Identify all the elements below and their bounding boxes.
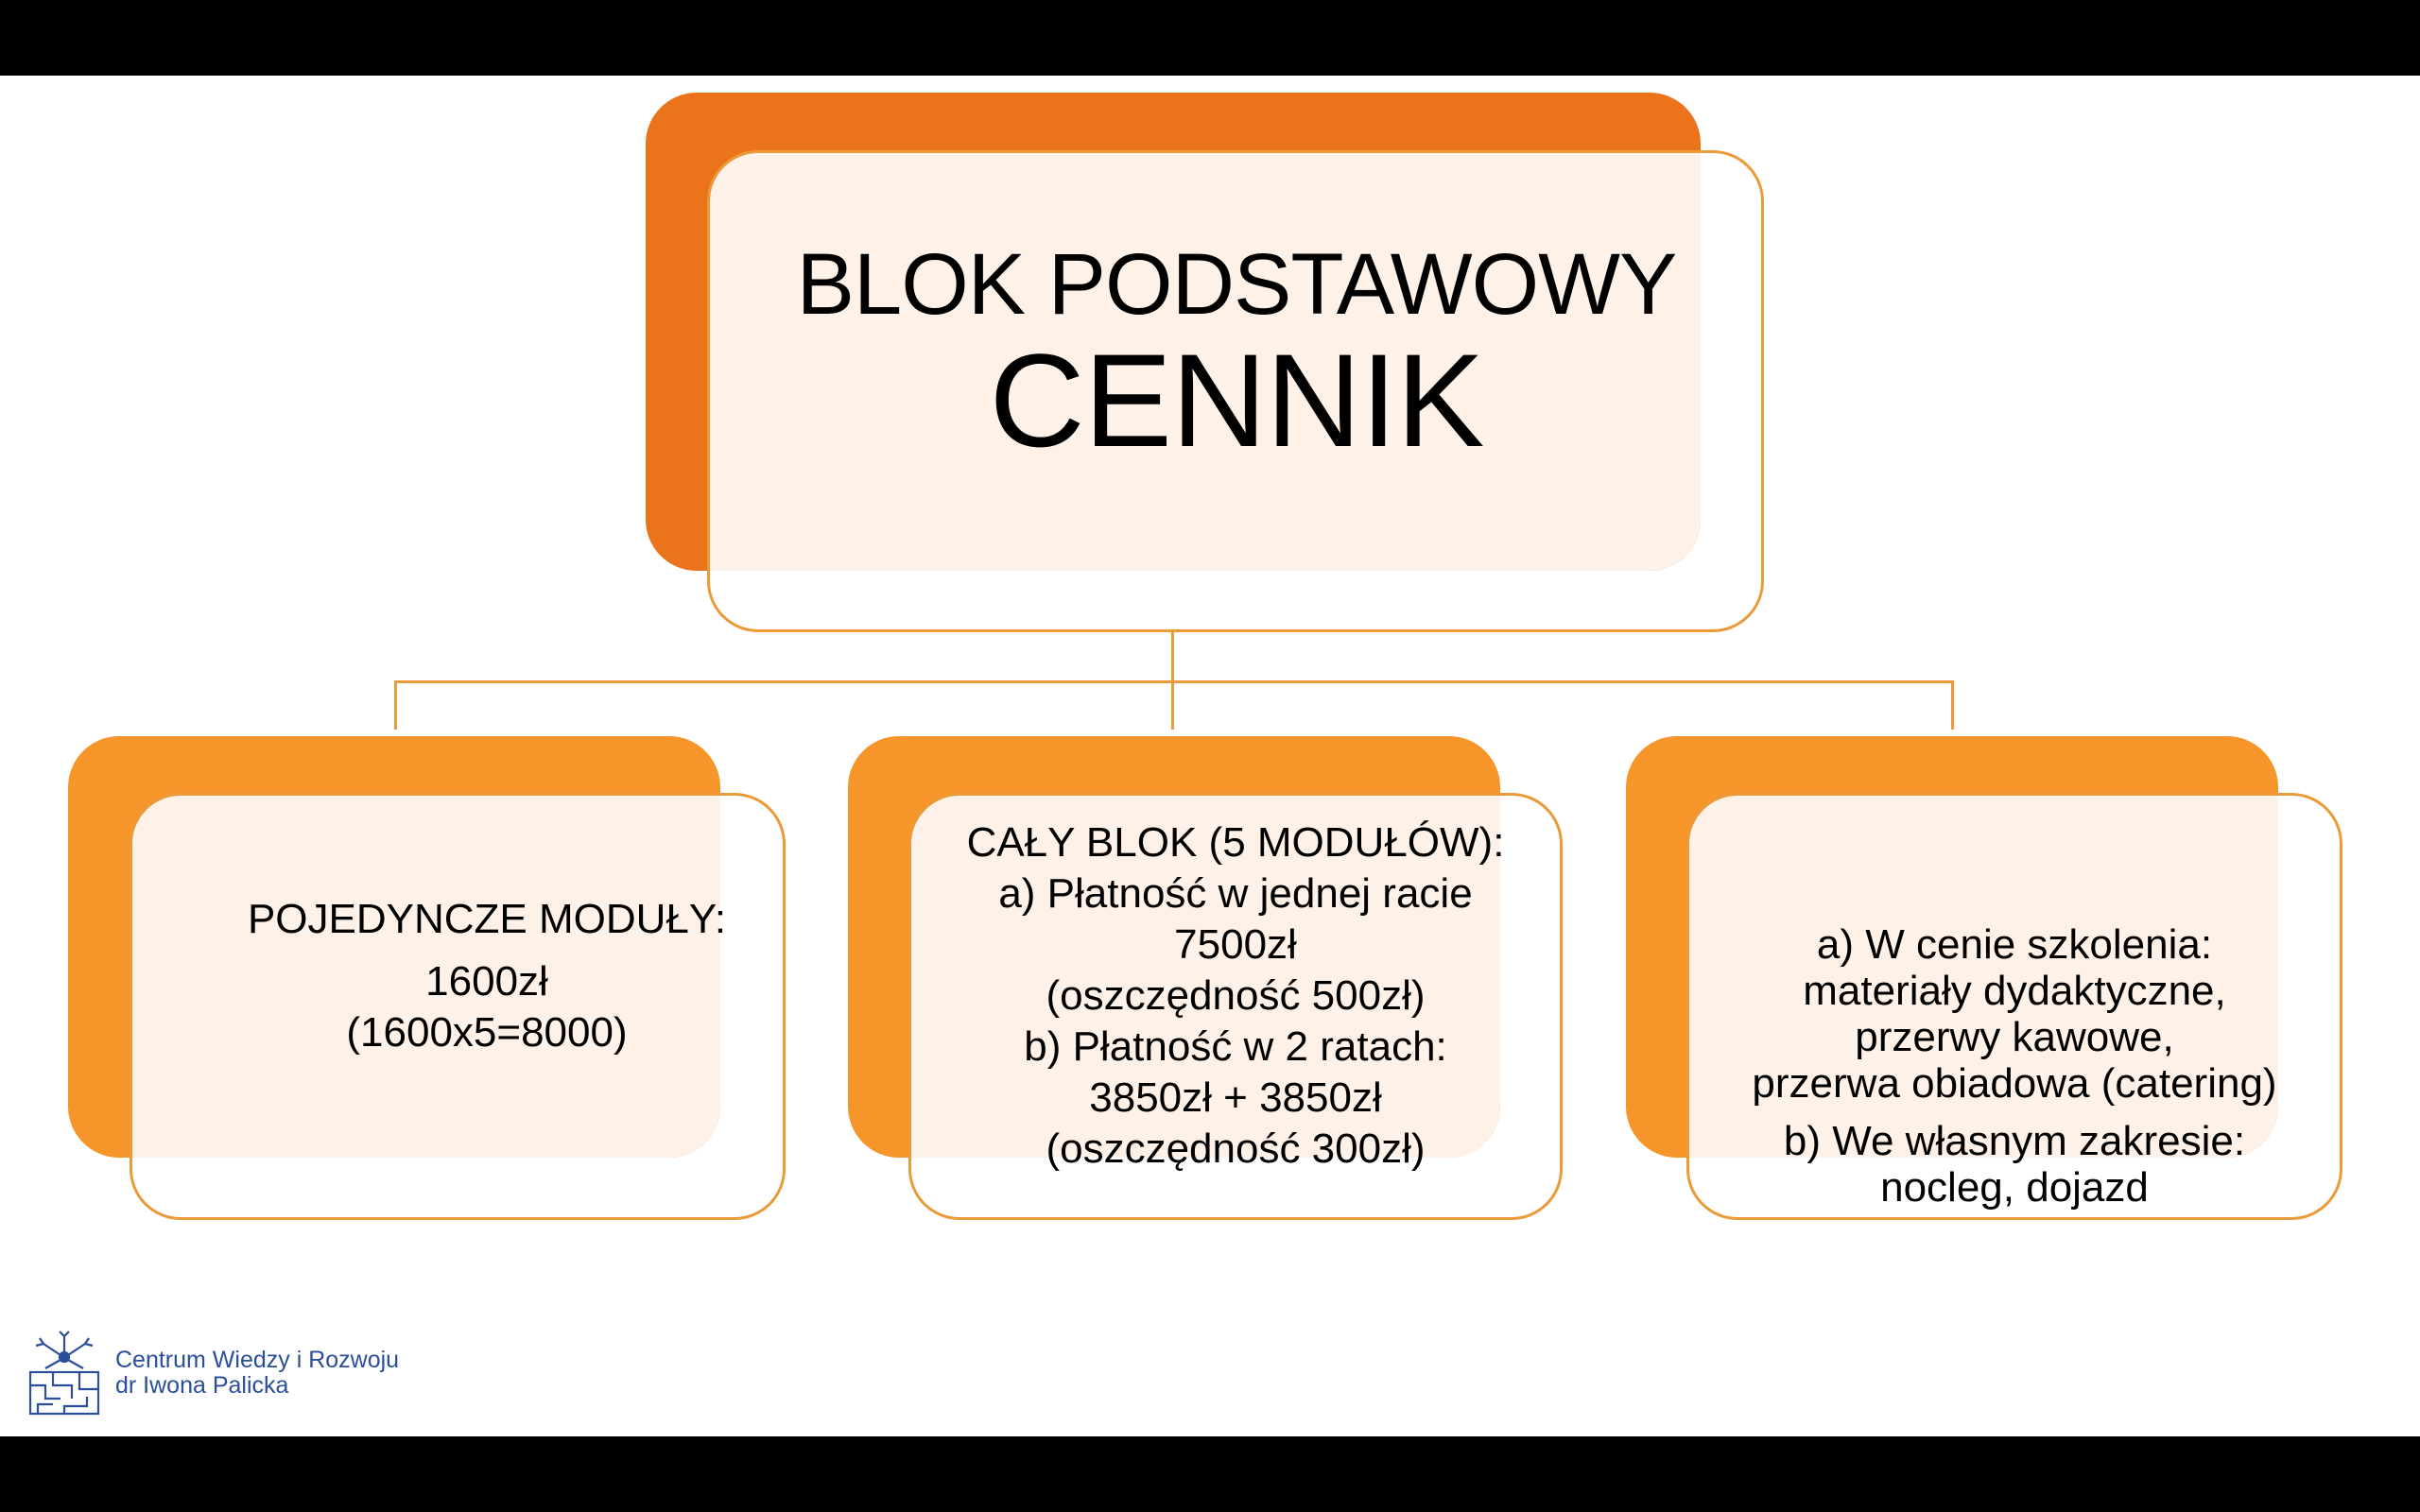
card-3-line: materiały dydaktyczne, (1803, 968, 2226, 1014)
logo-line-1: Centrum Wiedzy i Rozwoju (115, 1347, 400, 1373)
connector-middle (1171, 680, 1174, 730)
title-text: BLOK PODSTAWOWY CENNIK (708, 217, 1765, 491)
card-2-line: (oszczędność 300zł) (1046, 1125, 1426, 1172)
card-3-text: a) W cenie szkolenia: materiały dydaktyc… (1686, 921, 2342, 1243)
card-3-line: b) We własnym zakresie: (1783, 1118, 2246, 1164)
card-1-line: 1600zł (425, 958, 548, 1005)
card-2-line: a) Płatność w jednej racie (998, 870, 1473, 917)
logo-text: Centrum Wiedzy i Rozwoju dr Iwona Palick… (102, 1348, 399, 1399)
card-1-text: POJEDYNCZE MODUŁY: 1600zł (1600x5=8000) (131, 795, 786, 1158)
card-2-line: b) Płatność w 2 ratach: (1024, 1023, 1447, 1070)
card-2-line: 3850zł + 3850zł (1089, 1074, 1382, 1121)
title-outline-shape (707, 150, 1764, 632)
logo-line-2: dr Iwona Palicka (115, 1372, 289, 1399)
card-3-line: a) W cenie szkolenia: (1816, 921, 2213, 968)
title-line-1: BLOK PODSTAWOWY (796, 236, 1678, 334)
card-2-fill-panel (910, 795, 1500, 1158)
logo: Centrum Wiedzy i Rozwoju dr Iwona Palick… (26, 1331, 399, 1416)
card-1-outline-shape (130, 793, 786, 1220)
slide: BLOK PODSTAWOWY CENNIK POJEDYNCZE MODUŁY… (0, 76, 2420, 1436)
neuron-maze-icon (28, 1331, 100, 1416)
card-2-outline-shape (908, 793, 1563, 1220)
connector-horizontal (394, 680, 1954, 683)
card-3-outline-shape (1686, 793, 2342, 1220)
card-2-line: 7500zł (1174, 921, 1297, 968)
card-1-line: (1600x5=8000) (346, 1009, 628, 1056)
card-2-text: CAŁY BLOK (5 MODUŁÓW): a) Płatność w jed… (908, 817, 1563, 1214)
card-3-line: przerwy kawowe, (1855, 1014, 2174, 1060)
connector-right (1951, 680, 1954, 730)
card-2-line: (oszczędność 500zł) (1046, 972, 1426, 1019)
connector-left (394, 680, 397, 730)
connector-vertical-main (1171, 632, 1174, 683)
card-1-line: POJEDYNCZE MODUŁY: (247, 896, 727, 942)
card-3-line: nocleg, dojazd (1880, 1164, 2149, 1211)
title-line-2: CENNIK (989, 325, 1485, 474)
title-fill-panel (708, 151, 1701, 571)
card-2-line: CAŁY BLOK (5 MODUŁÓW): (966, 819, 1505, 866)
card-3-fill-panel (1688, 795, 2278, 1158)
card-3-line: przerwa obiadowa (catering) (1752, 1060, 2277, 1107)
card-1-fill-panel (131, 795, 720, 1158)
